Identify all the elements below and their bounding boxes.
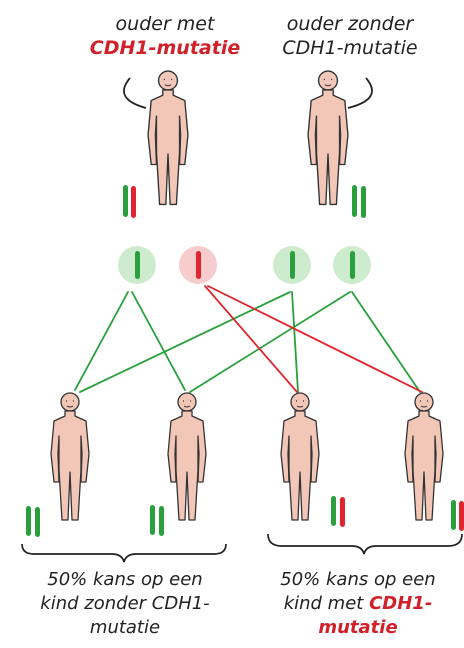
child-1-chromosome-icon bbox=[26, 506, 40, 537]
outcome-carrier-line2b: CDH1- bbox=[369, 593, 433, 614]
outcome-carrier-line1: 50% kans op een bbox=[280, 569, 436, 590]
allele-circle-green-1 bbox=[118, 246, 156, 284]
child-figure-1 bbox=[50, 392, 90, 521]
allele-circle-red bbox=[179, 246, 217, 284]
inheritance-lines-green bbox=[74, 291, 421, 393]
parent-right-label-line2: CDH1-mutatie bbox=[282, 37, 418, 59]
brace-left-icon bbox=[21, 543, 227, 563]
allele-circle-green-3 bbox=[333, 246, 371, 284]
parent-right-label-line1: ouder zonder bbox=[286, 13, 414, 35]
outcome-healthy-line2: kind zonder CDH1- bbox=[40, 593, 210, 614]
pointer-curve-left bbox=[123, 77, 147, 109]
parent-left-figure bbox=[147, 70, 189, 206]
child-2-chromosome-icon bbox=[150, 505, 164, 536]
pointer-curve-right bbox=[347, 77, 373, 109]
outcome-carrier-line2a: kind met bbox=[283, 593, 370, 614]
parent-right-figure bbox=[307, 70, 349, 206]
allele-circle-green-2 bbox=[273, 246, 311, 284]
outcome-carrier-label: 50% kans op een kind met CDH1- mutatie bbox=[252, 568, 464, 640]
parent-left-chromosome-icon bbox=[123, 185, 136, 218]
parent-left-label: ouder met CDH1-mutatie bbox=[70, 12, 260, 60]
child-figure-3 bbox=[280, 392, 320, 521]
child-4-chromosome-icon bbox=[451, 500, 464, 531]
child-figure-2 bbox=[167, 392, 207, 521]
parent-right-chromosome-icon bbox=[352, 185, 366, 218]
child-figure-4 bbox=[404, 392, 444, 521]
brace-right-icon bbox=[267, 533, 463, 555]
parent-left-label-line2: CDH1-mutatie bbox=[89, 37, 241, 59]
outcome-healthy-label: 50% kans op een kind zonder CDH1- mutati… bbox=[10, 568, 240, 640]
parent-left-label-line1: ouder met bbox=[115, 13, 215, 35]
outcome-healthy-line1: 50% kans op een bbox=[47, 569, 203, 590]
parent-right-label: ouder zonder CDH1-mutatie bbox=[255, 12, 445, 60]
outcome-carrier-line3: mutatie bbox=[318, 617, 398, 638]
outcome-healthy-line3: mutatie bbox=[89, 617, 161, 638]
inheritance-lines-red bbox=[204, 285, 423, 393]
child-3-chromosome-icon bbox=[331, 496, 345, 527]
outcome-carrier-line2: kind met CDH1- bbox=[252, 592, 464, 616]
